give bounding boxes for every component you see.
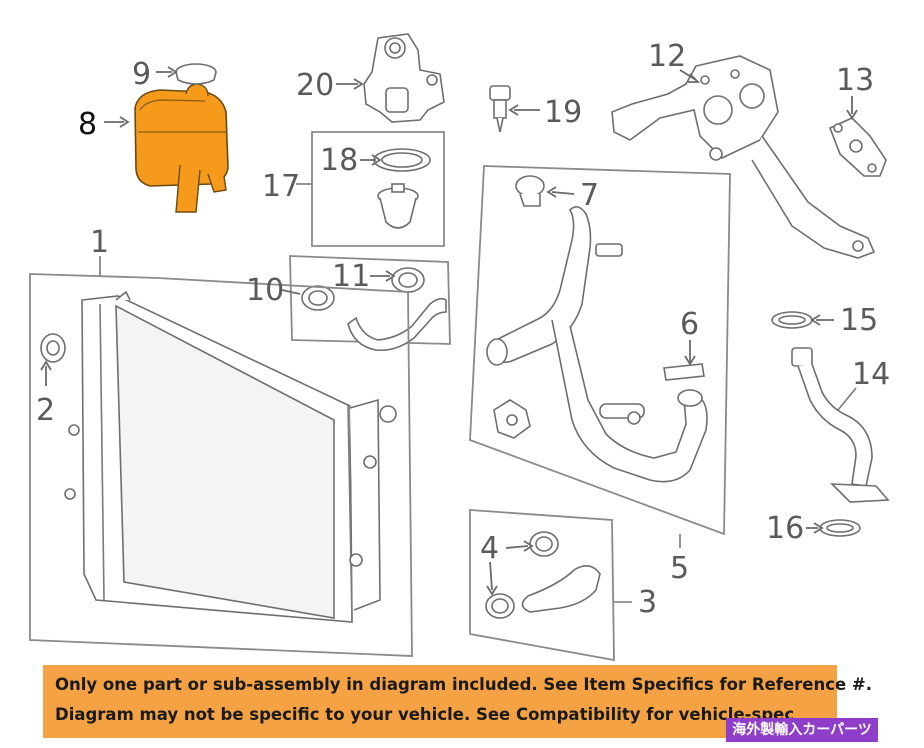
leader-lines	[40, 66, 858, 603]
thermostat-housing-part-20	[363, 33, 445, 123]
coolant-reservoir-part-8	[134, 83, 229, 213]
seller-watermark: 海外製輸入カーパーツ	[726, 718, 878, 742]
parts-box-17	[311, 131, 445, 247]
o-ring-part-15	[771, 311, 813, 329]
gasket-part-13	[828, 117, 887, 177]
callout-19: 19	[544, 95, 582, 130]
callout-5: 5	[670, 551, 689, 586]
callout-3: 3	[638, 585, 657, 620]
temperature-sensor-part-19	[489, 85, 511, 133]
coolant-pipe-part-14	[791, 347, 890, 503]
callout-10: 10	[246, 273, 284, 308]
parts-box-10	[289, 255, 451, 352]
callout-18: 18	[320, 143, 358, 178]
callout-2: 2	[36, 393, 55, 428]
parts-box-3	[469, 509, 615, 662]
callout-numbers: 8 9 20 19 12 13 18 17 7 10 11 6 15 14 16…	[36, 39, 890, 620]
callout-11: 11	[332, 259, 370, 294]
disclaimer-banner: Only one part or sub-assembly in diagram…	[43, 665, 872, 738]
callout-15: 15	[840, 303, 878, 338]
callout-17: 17	[262, 169, 300, 204]
callout-20: 20	[296, 68, 334, 103]
parts-box-5	[469, 165, 731, 536]
coolant-outlet-part-12	[611, 55, 876, 259]
callout-8: 8	[78, 107, 97, 142]
disclaimer-line-2: Diagram may not be specific to your vehi…	[55, 705, 795, 724]
radiator-box-1	[29, 273, 413, 657]
callout-6: 6	[680, 307, 699, 342]
reservoir-cap-part-9	[175, 63, 217, 85]
callout-14: 14	[852, 357, 890, 392]
disclaimer-line-1: Only one part or sub-assembly in diagram…	[55, 675, 873, 694]
callout-12: 12	[648, 39, 686, 74]
callout-7: 7	[580, 178, 599, 213]
callout-1: 1	[90, 225, 109, 260]
callout-16: 16	[766, 511, 804, 546]
callout-13: 13	[836, 63, 874, 98]
callout-9: 9	[132, 57, 151, 92]
callout-4: 4	[480, 531, 499, 566]
o-ring-part-16	[819, 519, 861, 537]
